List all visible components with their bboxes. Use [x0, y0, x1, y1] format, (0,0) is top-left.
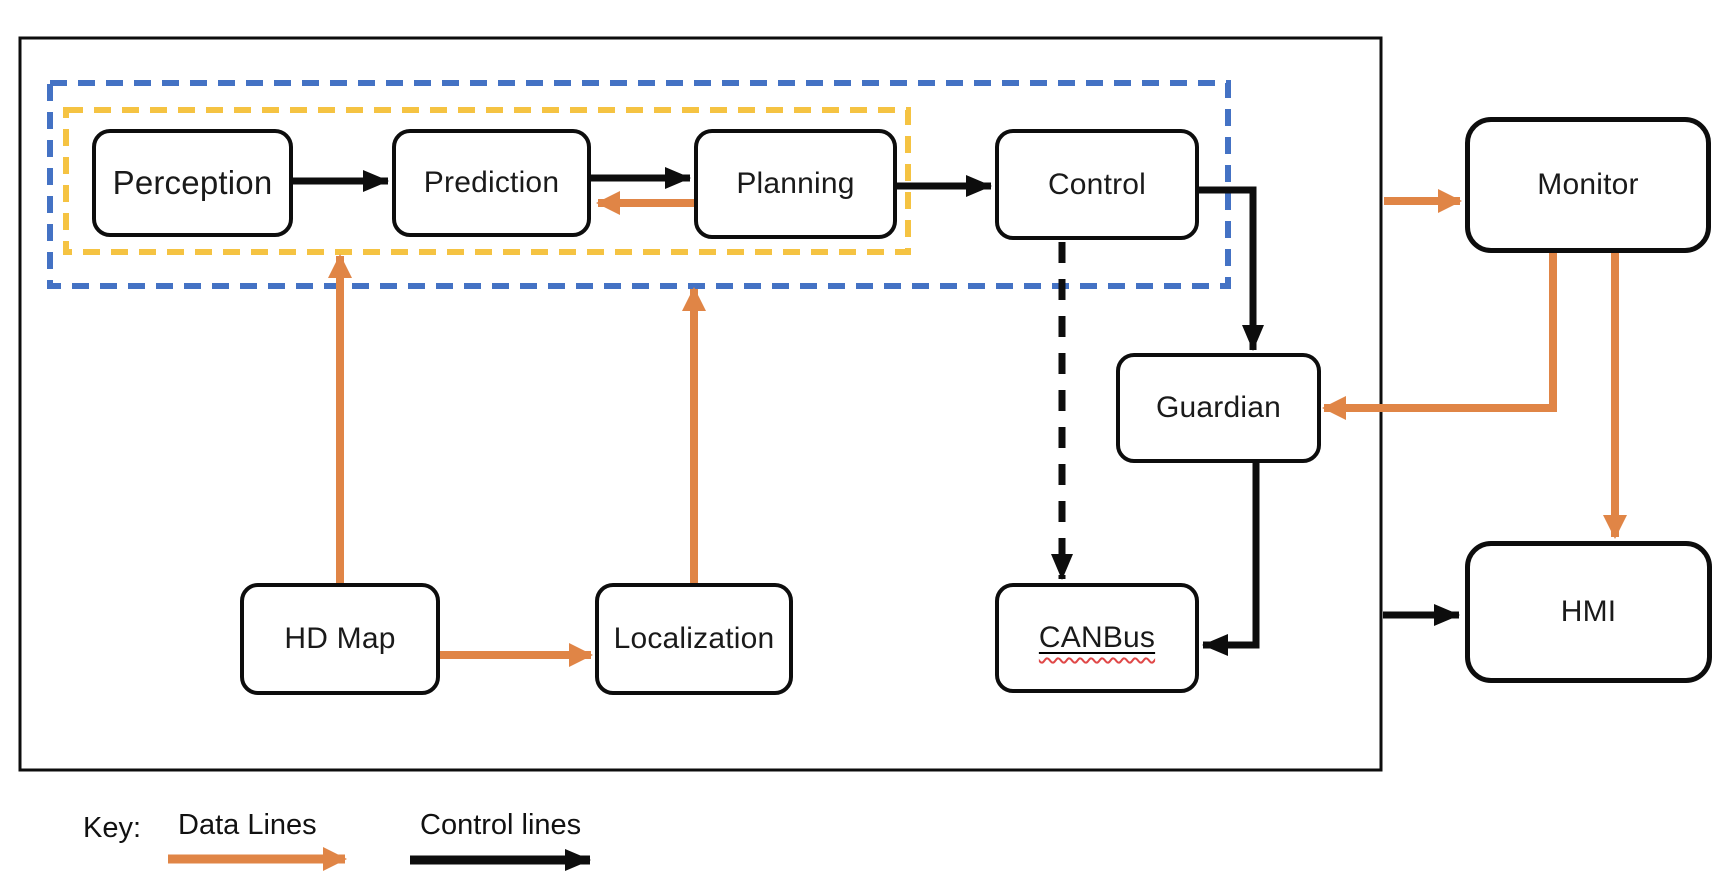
node-perception-label: Perception	[112, 164, 273, 201]
node-planning-label: Planning	[736, 167, 855, 200]
node-control-label: Control	[1047, 167, 1147, 201]
node-hmi: HMI	[1465, 541, 1712, 683]
node-prediction-label: Prediction	[423, 166, 560, 199]
legend-key-label: Key:	[83, 812, 142, 844]
node-guardian: Guardian	[1116, 353, 1321, 463]
node-hd-map-label: HD Map	[284, 622, 396, 655]
module-group-yellow-dashed	[63, 107, 911, 255]
arrow-control-to-guardian	[1199, 186, 1264, 351]
node-control: Control	[995, 129, 1199, 240]
node-canbus-label: CANBus	[1039, 621, 1155, 655]
node-monitor-label: Monitor	[1537, 168, 1639, 201]
node-hd-map: HD Map	[240, 583, 440, 695]
node-prediction: Prediction	[392, 129, 591, 237]
node-planning: Planning	[694, 129, 897, 239]
node-canbus: CANBus	[995, 583, 1199, 693]
node-canbus-text: CANBus	[1038, 621, 1156, 654]
node-monitor: Monitor	[1465, 117, 1711, 253]
node-localization: Localization	[595, 583, 793, 695]
node-perception: Perception	[92, 129, 293, 237]
node-guardian-label: Guardian	[1155, 391, 1281, 424]
legend-data-lines-label: Data Lines	[178, 809, 317, 841]
node-localization-label: Localization	[613, 622, 775, 655]
module-group-blue-dashed	[47, 80, 1231, 289]
arrow-guardian-to-canbus	[1202, 463, 1260, 656]
arrow-monitor-to-guardian	[1322, 252, 1557, 420]
legend-control-lines-label: Control lines	[420, 809, 582, 841]
node-hmi-label: HMI	[1560, 595, 1617, 628]
